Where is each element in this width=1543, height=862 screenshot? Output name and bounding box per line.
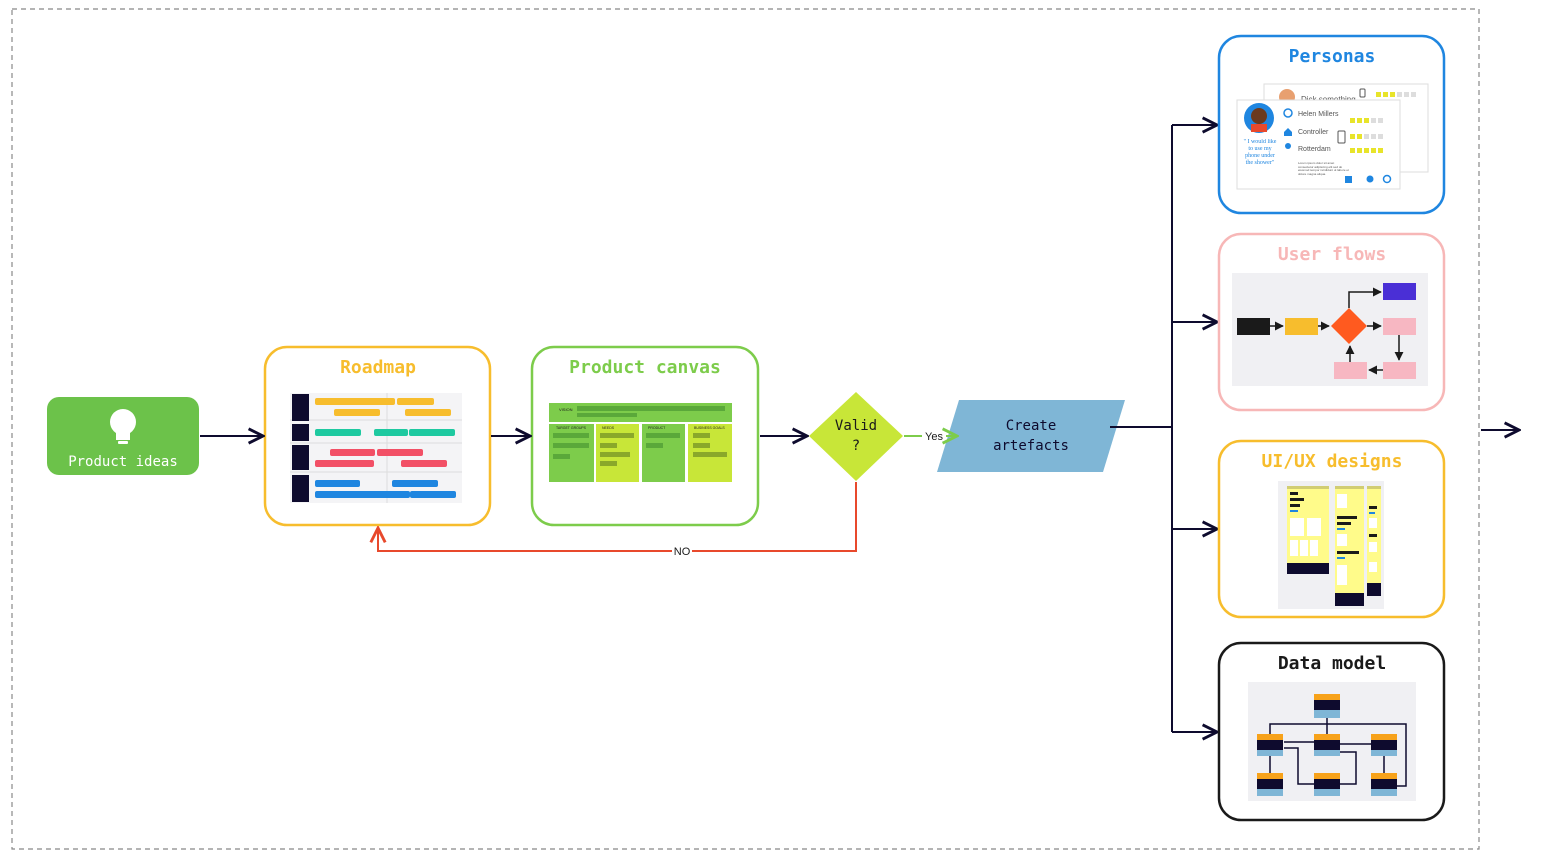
persona-quote: " I would like to use my phone under the… bbox=[1243, 139, 1277, 166]
product-ideas-node[interactable]: Product ideas bbox=[47, 397, 199, 475]
persona-city: Rotterdam bbox=[1298, 146, 1331, 153]
location-pin-icon bbox=[1285, 143, 1291, 149]
create-artefacts-node[interactable]: Create artefacts bbox=[937, 400, 1125, 472]
persona-role: Controller bbox=[1298, 129, 1329, 136]
product-canvas-title: Product canvas bbox=[569, 357, 721, 378]
uiux-title: UI/UX designs bbox=[1262, 451, 1403, 472]
canvas-header-vision: VISION bbox=[559, 407, 573, 412]
uiux-node[interactable]: UI/UX designs bbox=[1217, 439, 1446, 619]
canvas-header-target: TARGET GROUPS bbox=[556, 426, 587, 430]
canvas-header-needs: NEEDS bbox=[602, 426, 615, 430]
personas-title: Personas bbox=[1289, 46, 1376, 67]
valid-decision[interactable]: Valid ? bbox=[809, 392, 903, 481]
roadmap-node[interactable]: Roadmap bbox=[263, 345, 492, 527]
google-icon bbox=[1382, 174, 1392, 184]
user-flows-thumbnail bbox=[1232, 273, 1428, 386]
home-icon bbox=[1284, 128, 1292, 136]
roadmap-title: Roadmap bbox=[340, 357, 416, 378]
valid-question-mark: ? bbox=[852, 438, 860, 454]
persona-name: Helen Millers bbox=[1298, 111, 1339, 118]
windows-icon bbox=[1345, 176, 1352, 183]
arrow-no-part1 bbox=[692, 482, 857, 552]
personas-node[interactable]: Personas Dick something Helen Millers Co… bbox=[1217, 34, 1446, 215]
product-canvas-thumbnail: VISION TARGET GROUPS NEEDS PRODUCT BUSIN… bbox=[549, 403, 732, 482]
canvas-header-goals: BUSINESS GOALS bbox=[694, 426, 725, 430]
no-label: NO bbox=[674, 546, 691, 558]
roadmap-thumbnail bbox=[290, 393, 462, 503]
data-model-thumbnail bbox=[1248, 682, 1416, 801]
canvas-header-product: PRODUCT bbox=[648, 426, 666, 430]
phone-icon bbox=[1359, 88, 1366, 98]
apple-icon bbox=[1366, 175, 1374, 183]
user-flows-title: User flows bbox=[1278, 244, 1386, 265]
product-canvas-node[interactable]: Product canvas VISION TARGET GROUPS NEED… bbox=[530, 345, 760, 527]
stars-front bbox=[1350, 118, 1383, 153]
user-icon bbox=[1283, 108, 1293, 118]
persona-cards: Dick something Helen Millers Controller … bbox=[1236, 83, 1429, 190]
connectors: Yes NO bbox=[200, 125, 1519, 732]
lightbulb-icon bbox=[110, 409, 136, 444]
user-flows-node[interactable]: User flows bbox=[1217, 232, 1446, 412]
device-icon bbox=[1337, 130, 1346, 144]
dashed-frame bbox=[11, 8, 1480, 850]
uiux-thumbnail bbox=[1278, 481, 1384, 609]
create-label-line2: artefacts bbox=[993, 438, 1069, 454]
yes-label: Yes bbox=[925, 431, 943, 443]
persona-bio: Lorem ipsum dolor sit amet consectetur a… bbox=[1298, 162, 1349, 176]
create-label-line1: Create bbox=[1006, 418, 1057, 434]
entity-tables bbox=[1257, 694, 1397, 796]
valid-label: Valid bbox=[835, 418, 877, 434]
stars-back bbox=[1376, 92, 1416, 97]
arrow-no-part2 bbox=[378, 528, 672, 552]
data-model-title: Data model bbox=[1278, 653, 1386, 674]
product-ideas-label: Product ideas bbox=[68, 454, 178, 470]
data-model-node[interactable]: Data model bbox=[1217, 641, 1446, 822]
